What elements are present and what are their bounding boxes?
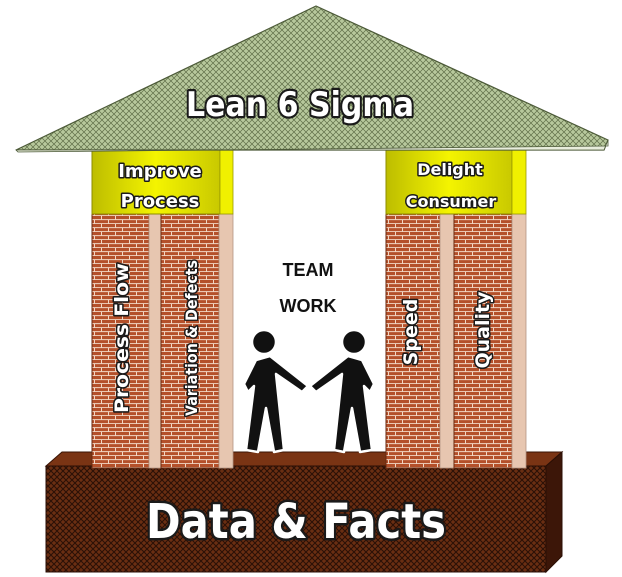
foundation-side <box>545 450 563 574</box>
pillar-variation-defects-side <box>218 213 234 469</box>
pillar-quality <box>453 213 513 469</box>
capital-delight-consumer <box>385 149 513 215</box>
pillar-label-variation-defects: Variation & Defects <box>182 260 201 416</box>
foundation-front <box>45 465 547 573</box>
capital-improve-process <box>91 149 221 215</box>
left-column-group: Improve Process Process Flow Variation &… <box>91 149 234 469</box>
team-work-line1: TEAM <box>283 260 334 280</box>
pillar-label-speed: Speed <box>400 299 422 366</box>
pillar-quality-side <box>511 213 527 469</box>
capital-delight-line1: Delight <box>417 160 483 179</box>
capital-improve-process-side <box>219 149 234 215</box>
handshake-figure-left-icon <box>242 328 310 454</box>
foundation: Data & Facts <box>44 450 564 574</box>
roof: Lean 6 Sigma <box>15 5 609 153</box>
roof-eave <box>15 139 609 153</box>
handshake-figure-right-icon <box>308 328 376 454</box>
capital-improve-line1: Improve <box>118 161 202 182</box>
team-work-line2: WORK <box>280 296 337 316</box>
roof-title: Lean 6 Sigma <box>186 85 414 125</box>
pillar-process-flow-side <box>148 213 162 469</box>
pillar-speed-side <box>439 213 455 469</box>
right-column-group: Delight Consumer Speed Quality <box>385 149 527 469</box>
pillar-variation-defects <box>160 213 220 469</box>
roof-triangle <box>15 5 609 151</box>
pillar-process-flow <box>91 213 150 469</box>
foundation-label: Data & Facts <box>146 494 446 550</box>
pillar-speed <box>385 213 441 469</box>
pillar-label-quality: Quality <box>472 291 494 369</box>
capital-delight-line2: Consumer <box>406 192 497 211</box>
team-work-area: TEAM WORK <box>242 260 376 454</box>
pillar-label-process-flow: Process Flow <box>111 263 133 413</box>
capital-improve-line2: Process <box>121 191 200 212</box>
capital-delight-consumer-side <box>511 149 527 215</box>
